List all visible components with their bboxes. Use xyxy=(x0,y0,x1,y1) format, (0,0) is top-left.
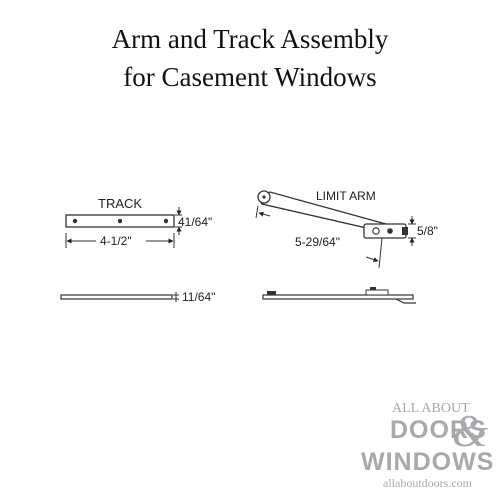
track-height-dimension xyxy=(175,207,182,235)
track-length-label: 4-1/2" xyxy=(100,234,132,248)
track-side-view xyxy=(60,292,179,302)
track-length-dimension xyxy=(65,233,175,248)
limit-arm-width-dimension xyxy=(408,216,416,246)
brand-logo: ALL ABOUT DOORS & WINDOWS allaboutdoors.… xyxy=(361,401,494,490)
track-label: TRACK xyxy=(98,196,142,211)
limit-arm-width-label: 5/8" xyxy=(417,224,438,238)
track-height-label: 41/64" xyxy=(178,215,212,229)
page-title-line-2: for Casement Windows xyxy=(123,62,377,92)
limit-arm-length-label: 5-29/64" xyxy=(295,235,340,249)
logo-url: allaboutdoors.com xyxy=(383,476,473,490)
limit-arm-length-dimension xyxy=(255,205,383,269)
logo-line-2: DOORS xyxy=(390,416,487,444)
limit-arm-side-view xyxy=(262,287,416,304)
limit-arm-label: LIMIT ARM xyxy=(316,189,376,203)
limit-arm-top-view xyxy=(257,190,408,239)
logo-line-3: WINDOWS xyxy=(361,448,494,476)
logo-line-1: ALL ABOUT xyxy=(392,401,470,416)
track-thickness-label: 11/64" xyxy=(182,290,215,304)
logo-ampersand: & xyxy=(452,405,488,456)
track-top-view xyxy=(65,214,175,228)
page-title-line-1: Arm and Track Assembly xyxy=(111,24,389,54)
